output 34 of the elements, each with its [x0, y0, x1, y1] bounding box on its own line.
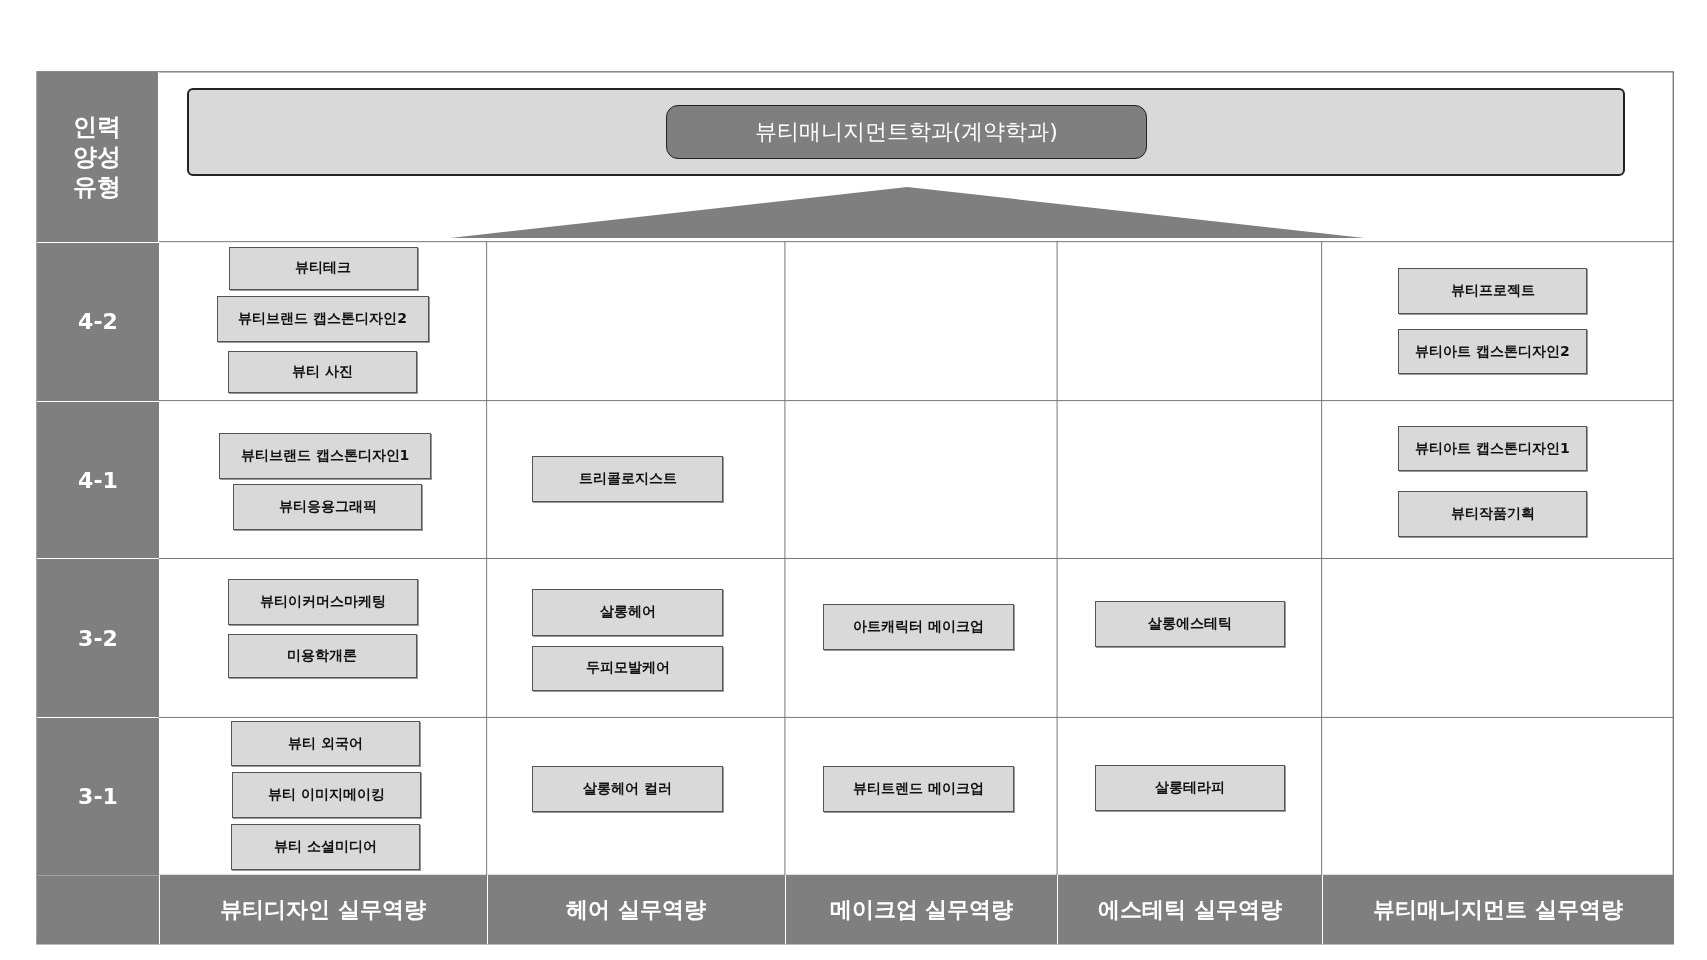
course-box: 뷰티 이미지메이킹	[231, 771, 422, 818]
course-box: 두피모발케어	[532, 645, 723, 692]
header-cell: 인력 양성 유형	[37, 71, 159, 242]
course-box: 살롱에스테틱	[1095, 600, 1285, 647]
competency-cell: 에스테틱 실무역량	[1057, 875, 1322, 944]
course-box: 뷰티브랜드 캡스톤디자인2	[216, 296, 429, 342]
course-box: 뷰티아트 캡스톤디자인1	[1397, 425, 1588, 472]
course-box: 살롱헤어 컬러	[532, 766, 723, 813]
course-box: 뷰티 소셜미디어	[230, 824, 421, 870]
course-box: 트리콜로지스트	[532, 456, 723, 502]
course-box: 뷰티브랜드 캡스톤디자인1	[218, 433, 432, 479]
course-box: 살롱헤어	[532, 588, 723, 636]
course-box: 뷰티작품기획	[1397, 490, 1588, 537]
semester-cell: 3-2	[37, 558, 159, 718]
department-box	[187, 88, 1626, 177]
course-box: 뷰티응용그래픽	[232, 484, 423, 531]
competency-cell: 뷰티매니지먼트 실무역량	[1321, 875, 1674, 944]
course-box: 뷰티 외국어	[230, 720, 421, 767]
course-box: 뷰티프로젝트	[1397, 267, 1588, 314]
competency-cell: 메이크업 실무역량	[784, 875, 1058, 944]
department-label: 뷰티매니지먼트학과(계약학과)	[665, 105, 1147, 160]
course-box: 뷰티트렌드 메이크업	[823, 766, 1014, 813]
semester-cell: 3-1	[37, 717, 159, 876]
course-box: 뷰티테크	[228, 247, 419, 290]
course-box: 뷰티아트 캡스톤디자인2	[1397, 328, 1588, 375]
course-box: 살롱테라피	[1095, 765, 1285, 812]
semester-cell: 4-2	[37, 241, 159, 401]
course-box: 뷰티 사진	[227, 350, 417, 393]
course-box: 뷰티이커머스마케팅	[227, 579, 418, 625]
course-box: 미용학개론	[227, 633, 417, 679]
competency-cell: 뷰티디자인 실무역량	[158, 875, 487, 944]
semester-cell: 4-1	[37, 400, 159, 559]
course-box: 아트캐릭터 메이크업	[823, 604, 1014, 650]
competency-cell: 헤어 실무역량	[486, 875, 785, 944]
